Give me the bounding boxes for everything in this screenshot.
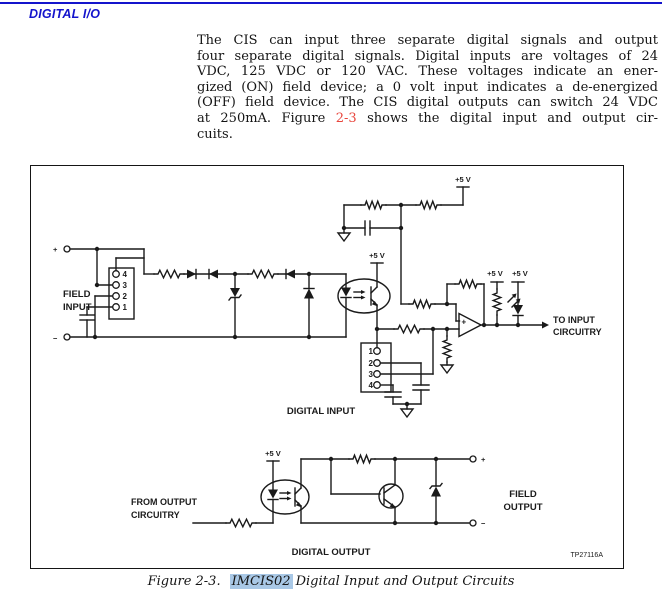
zener-diode (228, 273, 242, 340)
field-input-label: INPUT (63, 302, 92, 313)
part-number: TP27116A (570, 552, 603, 559)
output-optocoupler (260, 458, 310, 524)
caption-suffix: Digital Input and Output Circuits (295, 574, 515, 589)
figure-2-3: + − FIELD INPUT 4 3 2 1 (30, 165, 624, 569)
connector2-pin-4: 4 (369, 381, 374, 390)
minus-terminal-label: − (53, 334, 58, 343)
ground-icon (439, 364, 455, 375)
connector2-pin-1: 1 (369, 347, 374, 356)
plus5v-label: +5 V (369, 251, 385, 260)
paragraph-line: cuits. (197, 126, 233, 142)
input-optocoupler: +5 V (337, 251, 391, 338)
flyback-zener-diode (429, 458, 443, 524)
plus5v-label: +5 V (487, 269, 503, 278)
paragraph-line: The CIS can input three separate digital… (197, 33, 658, 48)
clamp-diode (303, 273, 315, 340)
opamp-plus-input-label: + (462, 318, 467, 327)
to-input-circuitry-label: TO INPUT (553, 315, 595, 325)
caption-highlighted-term: IMCIS02 (229, 574, 293, 589)
plus-terminal-label: + (53, 245, 58, 254)
minus-terminal-label: − (481, 519, 486, 528)
digital-output-circuit: +5 V FROM OUTPUT CIRCUITRY (131, 449, 603, 559)
digital-output-label: DIGITAL OUTPUT (292, 547, 371, 558)
rc-filter-network: +5 V (336, 175, 471, 305)
plus5v-label: +5 V (455, 175, 471, 184)
connector1-pin-2: 2 (123, 292, 128, 301)
line6-pre: at 250mA. Figure (197, 110, 336, 126)
paragraph-line: at 250mA. Figure 2-3 shows the digital i… (197, 111, 658, 127)
arrow-right-icon (542, 321, 549, 329)
field-output-label: FIELD (509, 489, 537, 500)
ground-icon (399, 408, 415, 419)
connector1-pin-4: 4 (123, 270, 128, 279)
field-input-label: FIELD (63, 289, 91, 300)
output-transistor (378, 458, 404, 524)
connector1-pin-3: 3 (123, 281, 128, 290)
diode (187, 269, 196, 279)
plus5v-label: +5 V (265, 449, 281, 458)
plus5v-label: +5 V (512, 269, 528, 278)
field-output-label: OUTPUT (503, 502, 542, 513)
diode (286, 269, 295, 279)
to-input-circuitry-label: CIRCUITRY (553, 327, 602, 337)
paragraph-line: gized (ON) field device; a 0 volt input … (197, 79, 658, 95)
digital-input-connector: 1 2 3 4 (360, 342, 392, 393)
paragraph-line: VDC, 125 VDC or 120 VAC. These voltages … (197, 64, 658, 80)
diode (209, 269, 218, 279)
field-input-minus-terminal (63, 333, 71, 341)
connector2-pin-2: 2 (369, 359, 374, 368)
digital-input-label: DIGITAL INPUT (287, 406, 355, 417)
field-input-connector: 4 3 2 1 (108, 267, 135, 320)
field-output-plus-terminal (469, 455, 477, 463)
status-led: +5 V (507, 269, 528, 326)
from-output-circuitry-label: CIRCUITRY (131, 510, 180, 520)
plus-terminal-label: + (481, 455, 486, 464)
connector1-pin-1: 1 (123, 303, 128, 312)
ground-icon (336, 232, 352, 243)
connector2-pin-3: 3 (369, 370, 374, 379)
paragraph-line: four separate digital signals. Digital i… (197, 48, 658, 64)
digital-input-circuit: + − FIELD INPUT 4 3 2 1 (53, 175, 602, 419)
field-output-minus-terminal (469, 519, 477, 527)
field-input-plus-terminal (63, 245, 71, 253)
from-output-circuitry-label: FROM OUTPUT (131, 497, 197, 507)
circuit-diagram: + − FIELD INPUT 4 3 2 1 (53, 175, 603, 559)
comparator-opamp: + (458, 312, 483, 338)
top-rule (0, 2, 662, 4)
figure-2-3-link[interactable]: 2-3 (335, 110, 357, 126)
pullup-resistor: +5 V (487, 269, 504, 326)
paragraph-line: (OFF) field device. The CIS digital outp… (197, 95, 658, 111)
caption-prefix: Figure 2-3. (147, 574, 221, 589)
page-title: DIGITAL I/O (29, 7, 101, 21)
body-paragraph: The CIS can input three separate digital… (197, 33, 658, 142)
line6-post: shows the digital input and output cir- (356, 110, 659, 126)
